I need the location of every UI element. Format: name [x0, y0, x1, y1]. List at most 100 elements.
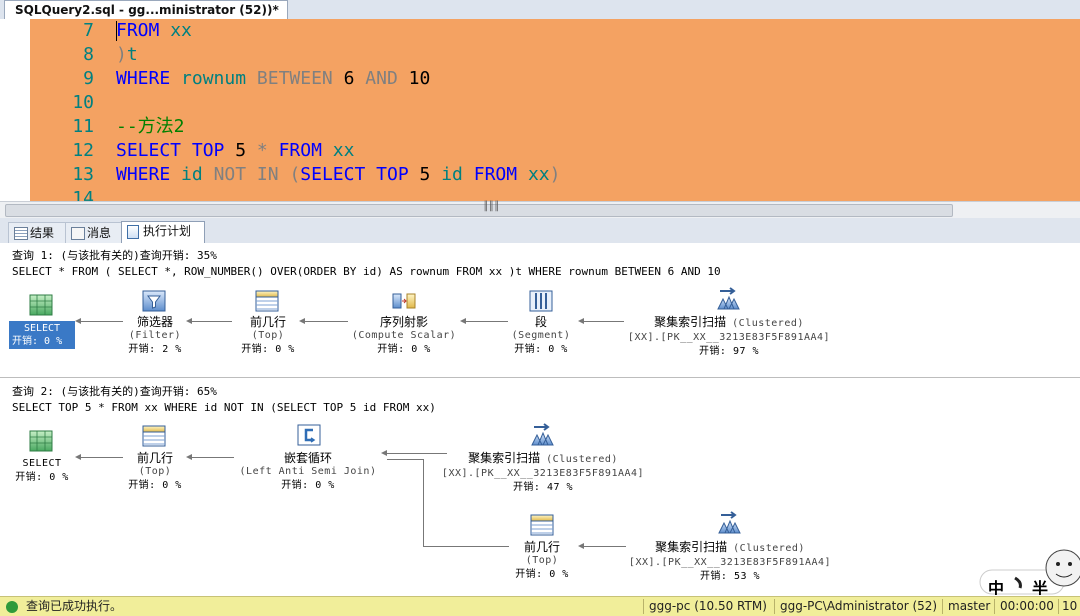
code-token	[365, 164, 376, 185]
node-cost: 开销: 47 %	[512, 482, 574, 493]
editor-line[interactable]: 13 WHERE id NOT IN (SELECT TOP 5 id FROM …	[30, 163, 1080, 187]
code-text: WHERE rownum BETWEEN 6 AND 10	[116, 67, 430, 91]
line-number: 13	[72, 164, 94, 185]
query2-top-node[interactable]: 前几行 (Top) 开销: 0 %	[114, 451, 196, 493]
execution-plan-pane[interactable]: 查询 1: (与该批有关的)查询开销: 35% SELECT * FROM ( …	[0, 243, 1080, 595]
code-token: IN	[256, 164, 279, 185]
code-token: FROM	[116, 20, 160, 41]
connector	[584, 546, 626, 547]
query-separator	[0, 377, 1080, 378]
connector	[192, 321, 232, 322]
code-token: BETWEEN	[256, 68, 333, 89]
node-subtitle: (Clustered)	[732, 318, 804, 329]
tab-results-label: 结果	[30, 226, 55, 240]
connector	[584, 321, 624, 322]
code-token: t	[126, 44, 138, 65]
query2-top2-node[interactable]: 前几行 (Top) 开销: 0 %	[500, 540, 584, 582]
connector	[81, 457, 123, 458]
arrow-icon	[299, 318, 305, 324]
status-message: 查询已成功执行。	[26, 599, 123, 613]
line-number: 12	[72, 140, 94, 161]
query1-top-node[interactable]: 前几行 (Top) 开销: 0 %	[227, 315, 309, 357]
query1-compute-scalar-node[interactable]: 序列射影 (Compute Scalar) 开销: 0 %	[343, 315, 465, 357]
code-token	[517, 164, 528, 185]
status-rows: 10	[1062, 599, 1078, 613]
query1-segment-node[interactable]: 段 (Segment) 开销: 0 %	[500, 315, 582, 357]
editor-line[interactable]: 8)t	[30, 43, 1080, 67]
code-token: 6	[332, 68, 366, 89]
code-token	[181, 140, 192, 161]
arrow-icon	[460, 318, 466, 324]
scrollbar-thumb[interactable]	[5, 204, 953, 217]
node-name: 前几行	[523, 540, 560, 554]
code-token	[268, 140, 279, 161]
tab-sqlquery2[interactable]: SQLQuery2.sql - gg...ministrator (52))*	[4, 0, 288, 20]
code-token: )	[116, 44, 127, 65]
node-subtitle: (Top)	[251, 330, 285, 341]
query2-clustered-scan2-node[interactable]: 聚集索引扫描 (Clustered) [XX].[PK__XX__3213E83…	[615, 540, 845, 584]
node-name: 聚集索引扫描	[654, 315, 727, 329]
execution-plan-icon	[127, 225, 139, 239]
query1-clustered-scan-node[interactable]: 聚集索引扫描 (Clustered) [XX].[PK__XX__3213E83…	[614, 315, 844, 359]
node-name: 段	[534, 315, 547, 329]
tab-results[interactable]: 结果	[8, 222, 66, 243]
node-cost: 开销: 0 %	[281, 480, 335, 491]
editor-horizontal-scrollbar[interactable]: ║║║	[0, 201, 1080, 218]
arrow-icon	[75, 454, 81, 460]
query2-select-node[interactable]: SELECT 开销: 0 %	[5, 457, 79, 485]
code-token	[246, 68, 257, 89]
node-object: [XX].[PK__XX__3213E83F5F891AA4]	[627, 332, 831, 343]
clustered-index-scan-icon	[531, 423, 554, 446]
document-tab-strip: SQLQuery2.sql - gg...ministrator (52))*	[0, 0, 1080, 20]
arrow-icon	[578, 318, 584, 324]
editor-line[interactable]: 11--方法2	[30, 115, 1080, 139]
editor-line[interactable]: 10	[30, 91, 1080, 115]
watermark-text: 半	[1032, 579, 1049, 595]
tab-messages[interactable]: 消息	[65, 222, 122, 243]
nested-loops-icon	[297, 424, 321, 446]
node-subtitle: (Top)	[138, 466, 172, 477]
code-token: xx	[527, 164, 550, 185]
success-icon	[6, 601, 18, 613]
node-name: 前几行	[136, 451, 173, 465]
status-separator	[942, 599, 943, 614]
node-name: 聚集索引扫描	[655, 540, 728, 554]
node-cost: 开销: 97 %	[698, 346, 760, 357]
grid-icon	[14, 227, 28, 240]
connector	[387, 453, 447, 454]
tab-execution-plan[interactable]: 执行计划	[121, 221, 205, 244]
node-name: 序列射影	[379, 315, 428, 329]
query2-clustered-scan-node[interactable]: 聚集索引扫描 (Clustered) [XX].[PK__XX__3213E83…	[428, 451, 658, 495]
connector	[423, 546, 509, 547]
node-subtitle: (Filter)	[128, 330, 182, 341]
connector	[192, 457, 234, 458]
editor-line[interactable]: 14	[30, 187, 1080, 201]
status-separator	[1058, 599, 1059, 614]
editor-line[interactable]: 9 WHERE rownum BETWEEN 6 AND 10	[30, 67, 1080, 91]
node-subtitle: (Segment)	[511, 330, 571, 341]
top-icon	[142, 425, 166, 447]
code-token: NOT	[213, 164, 247, 185]
code-token: AND	[365, 68, 398, 89]
code-text: WHERE id NOT IN (SELECT TOP 5 id FROM xx…	[116, 163, 560, 187]
filter-icon	[142, 290, 166, 312]
editor-line[interactable]: 7 FROM xx	[30, 19, 1080, 43]
query1-filter-node[interactable]: 筛选器 (Filter) 开销: 2 %	[114, 315, 196, 357]
tab-execution-plan-label: 执行计划	[143, 224, 192, 238]
code-text: FROM xx	[116, 19, 192, 43]
query1-select-node[interactable]: SELECT 开销: 0 %	[9, 321, 75, 349]
arrow-icon	[186, 454, 192, 460]
compute-scalar-icon	[392, 293, 416, 309]
code-token: TOP	[191, 140, 225, 161]
query2-nested-loops-node[interactable]: 嵌套循环 (Left Anti Semi Join) 开销: 0 %	[232, 451, 384, 493]
results-tab-strip: 结果 消息 执行计划	[0, 218, 1080, 244]
code-token: 5	[408, 164, 442, 185]
line-number: 7	[83, 20, 94, 41]
line-number: 9	[83, 68, 94, 89]
node-subtitle: (Left Anti Semi Join)	[239, 466, 377, 477]
arrow-icon	[381, 450, 387, 456]
code-token	[203, 164, 214, 185]
